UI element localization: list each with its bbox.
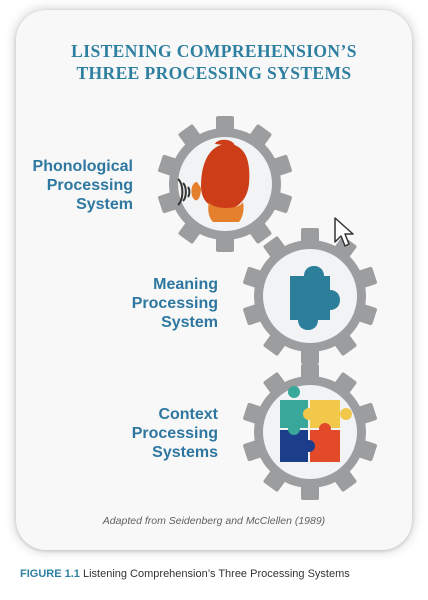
mouse-pointer-icon bbox=[334, 217, 354, 247]
gear-context bbox=[243, 364, 377, 500]
diagram-title-line-2: THREE PROCESSING SYSTEMS bbox=[76, 63, 352, 83]
figure-caption: FIGURE 1.1 Listening Comprehension’s Thr… bbox=[20, 568, 350, 580]
assembled-puzzle-icon bbox=[280, 386, 352, 462]
figure-caption-text: Listening Comprehension’s Three Processi… bbox=[82, 568, 350, 580]
phonological-system-label: Phonological Processing System bbox=[32, 158, 133, 213]
gear-meaning bbox=[243, 228, 377, 364]
puzzle-piece-icon bbox=[290, 266, 340, 330]
figure-number: FIGURE 1.1 bbox=[20, 568, 80, 580]
gear-phonological bbox=[158, 116, 292, 252]
context-system-label: Context Processing Systems bbox=[131, 406, 218, 461]
diagram-title-line-1: LISTENING COMPREHENSION’S bbox=[71, 41, 357, 61]
source-credit: Adapted from Seidenberg and McClellen (1… bbox=[102, 515, 326, 527]
listening-head-icon bbox=[177, 139, 250, 222]
meaning-system-label: Meaning Processing System bbox=[131, 276, 218, 331]
